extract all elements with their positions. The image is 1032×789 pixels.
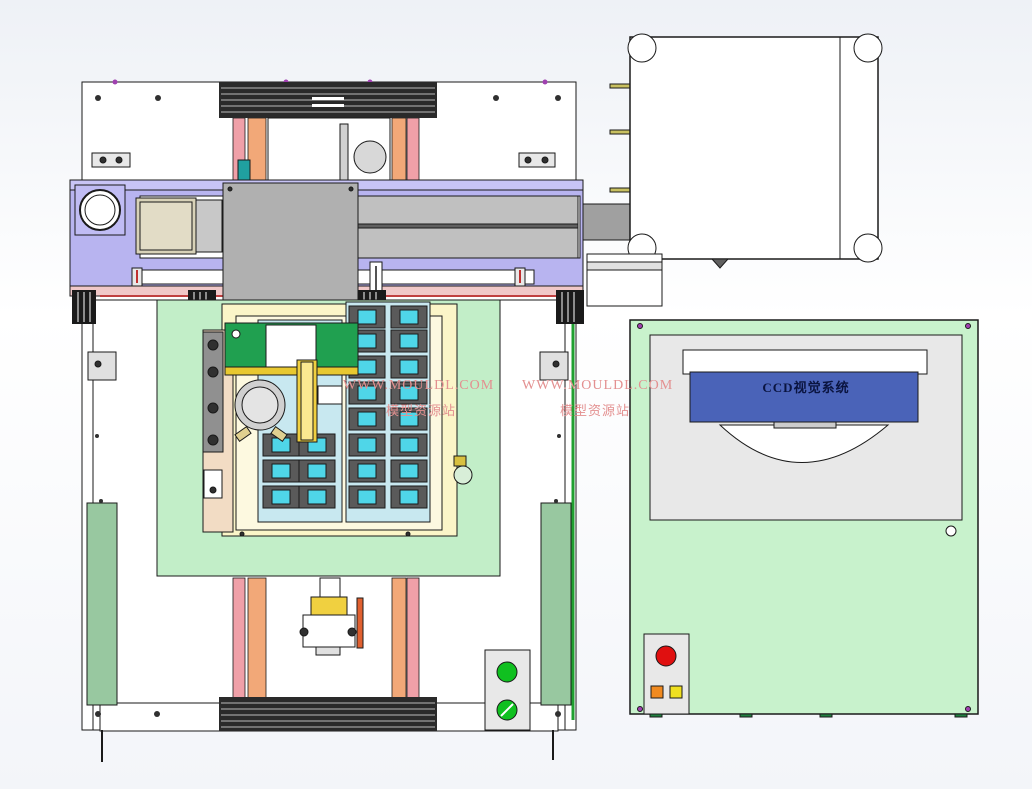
- part-chip: [357, 489, 377, 505]
- part-chip: [399, 463, 419, 479]
- yellow-button[interactable]: [669, 685, 683, 699]
- side-brackets: [87, 351, 569, 381]
- part-chip: [357, 309, 377, 325]
- part-chip: [399, 489, 419, 505]
- bellows-bottom: [219, 697, 437, 731]
- part-chip: [307, 463, 327, 479]
- part-chip: [357, 359, 377, 375]
- part-chip: [357, 437, 377, 453]
- suction-head: [234, 359, 343, 443]
- part-chip: [399, 437, 419, 453]
- orange-button[interactable]: [650, 685, 664, 699]
- part-chip: [399, 359, 419, 375]
- emergency-stop-button[interactable]: [655, 645, 677, 667]
- x-servo-motor: [74, 184, 126, 236]
- part-chip: [357, 411, 377, 427]
- cabinet-button-panel: [643, 633, 690, 715]
- rail-right-bottom: [391, 577, 407, 701]
- part-chip: [357, 463, 377, 479]
- watermark-url-2: WWW.MOULDL.COM: [522, 378, 674, 393]
- y-axis-rails: [232, 117, 420, 701]
- part-chip: [307, 489, 327, 505]
- watermark-cn-2: 模型资源站: [560, 403, 631, 418]
- top-brackets: [91, 152, 556, 168]
- upper-mechanism: [237, 117, 391, 185]
- camera-box: [629, 36, 879, 260]
- part-chip: [357, 385, 377, 401]
- cable-chain: [202, 331, 224, 499]
- part-chip: [399, 309, 419, 325]
- tray-sensor: [453, 455, 473, 485]
- part-chip: [271, 463, 291, 479]
- part-chip: [399, 411, 419, 427]
- bottom-camera: [299, 577, 364, 656]
- part-chip: [399, 385, 419, 401]
- ccd-camera-housing: [582, 33, 883, 307]
- machine-control-box: [484, 649, 531, 731]
- part-chip: [271, 489, 291, 505]
- lcd-label: CCD视觉系统: [762, 380, 850, 395]
- part-chip: [399, 333, 419, 349]
- pcb-board: [224, 322, 359, 376]
- part-chip: [357, 333, 377, 349]
- bellows-top: [219, 82, 437, 118]
- rail-right-top: [391, 117, 407, 189]
- rail-left-bottom: [232, 577, 246, 701]
- watermark-url-1: WWW.MOULDL.COM: [343, 378, 495, 393]
- watermark-cn-1: 模型资源站: [386, 403, 457, 418]
- lcd-screen: [689, 371, 919, 423]
- start-button-green[interactable]: [496, 661, 518, 683]
- gantry-motor-body: [135, 197, 223, 255]
- green-side-panels: [86, 502, 572, 706]
